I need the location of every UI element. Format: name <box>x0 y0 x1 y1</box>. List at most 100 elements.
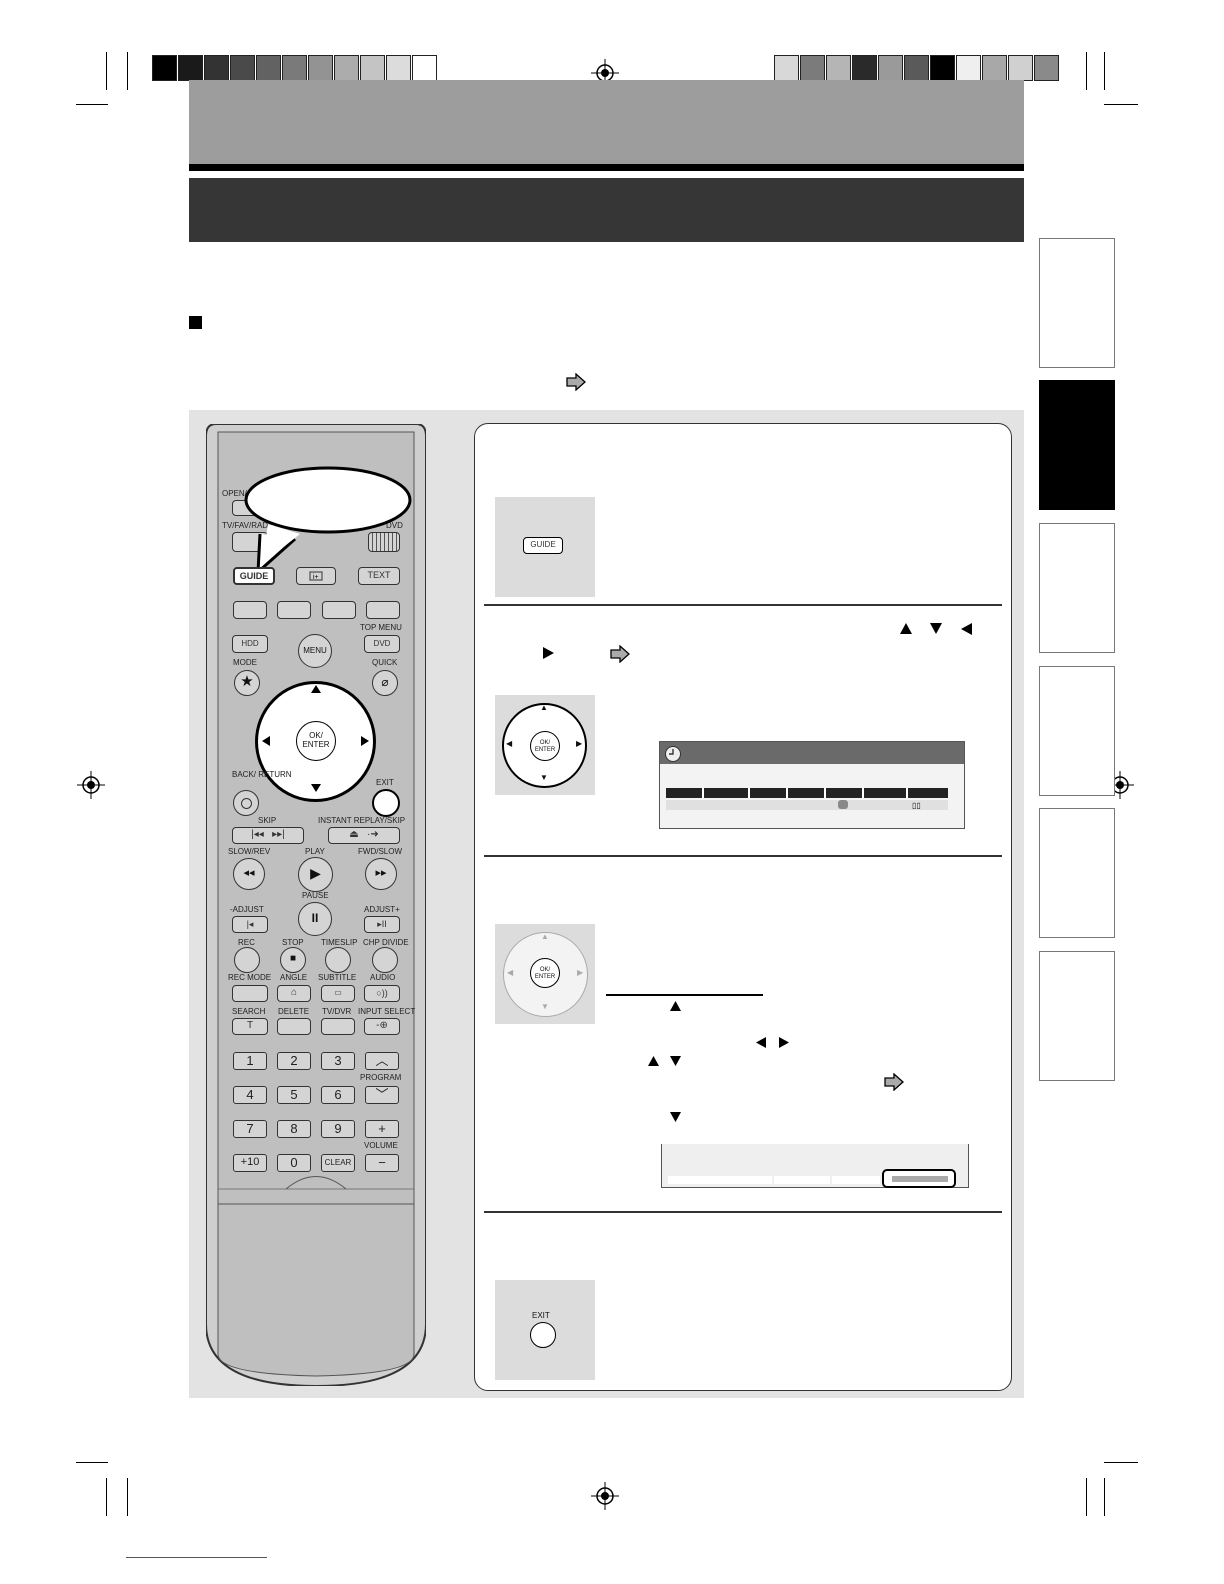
arrow-right-icon <box>566 373 586 391</box>
fwd-slow-button[interactable]: ▸▸ <box>365 858 397 890</box>
skip-buttons[interactable]: |◂◂ ▸▸| <box>232 827 304 844</box>
top-menu-label: TOP MENU <box>360 623 402 632</box>
triangle-right-icon[interactable] <box>360 735 370 747</box>
num-key-0[interactable]: 0 <box>277 1154 311 1172</box>
adjust-minus-button[interactable]: |◂ <box>232 916 268 933</box>
dvd-button[interactable]: DVD <box>364 635 400 653</box>
back-return-label: BACK/ RETURN <box>232 770 292 779</box>
skip-label: SKIP <box>258 816 277 825</box>
hdd-button[interactable]: HDD <box>232 635 268 653</box>
clear-button[interactable]: CLEAR <box>321 1154 355 1172</box>
num-key-5[interactable]: 5 <box>277 1086 311 1104</box>
instant-replay-skip-buttons[interactable]: ⏏ ·➜ <box>328 827 400 844</box>
menu-button[interactable]: MENU <box>298 634 332 668</box>
program-down-button[interactable]: ﹀ <box>365 1086 399 1104</box>
delete-button[interactable] <box>277 1018 311 1035</box>
triangle-left-icon <box>961 623 972 635</box>
rec-mode-label: REC MODE <box>228 973 272 982</box>
quick-label: QUICK <box>372 658 398 667</box>
mode-star-button[interactable]: ★ <box>234 670 260 696</box>
registration-mark-icon <box>591 1482 619 1510</box>
step-separator <box>484 1211 1002 1213</box>
rec-button[interactable] <box>234 947 260 973</box>
stop-button[interactable]: ■ <box>280 947 306 973</box>
tvfav-label: TV/FAV/RADIO <box>222 521 277 530</box>
chp-divide-button[interactable] <box>372 947 398 973</box>
triangle-left-icon: ◀ <box>506 739 513 748</box>
num-key-3[interactable]: 3 <box>321 1052 355 1070</box>
arrow-right-icon <box>884 1073 904 1091</box>
clock-icon <box>665 746 681 762</box>
color-key-red[interactable] <box>233 601 267 619</box>
input-select-label: INPUT SELECT <box>358 1007 416 1016</box>
highlighted-option <box>882 1169 956 1188</box>
timeslip-button[interactable] <box>325 947 351 973</box>
color-key-blue[interactable] <box>366 601 400 619</box>
mode-label: MODE <box>233 658 257 667</box>
triangle-down-icon <box>670 1056 681 1066</box>
num-key-7[interactable]: 7 <box>233 1120 267 1138</box>
num-key-8[interactable]: 8 <box>277 1120 311 1138</box>
volume-up-button[interactable]: + <box>365 1120 399 1138</box>
side-tab[interactable] <box>1039 238 1115 368</box>
callout-bubble <box>244 466 412 574</box>
input-select-button[interactable]: -⊕ <box>364 1018 400 1035</box>
guide-button[interactable]: GUIDE <box>233 567 275 585</box>
section-title-band <box>189 178 1024 242</box>
num-key-6[interactable]: 6 <box>321 1086 355 1104</box>
triangle-up-icon[interactable] <box>310 684 322 694</box>
slow-rev-label: SLOW/REV <box>228 847 271 856</box>
info-button[interactable]: i+ <box>296 567 336 585</box>
header-rule <box>189 164 1024 171</box>
svg-text:i+: i+ <box>313 574 319 581</box>
triangle-up-icon <box>648 1056 659 1066</box>
triangle-left-icon[interactable] <box>261 735 271 747</box>
triangle-down-icon[interactable] <box>310 783 322 793</box>
audio-button[interactable]: ○)) <box>364 985 400 1002</box>
step2-ok-key: OK/ ENTER <box>530 731 560 761</box>
side-tab[interactable] <box>1039 666 1115 796</box>
num-key-9[interactable]: 9 <box>321 1120 355 1138</box>
hdd-dvd-switch[interactable] <box>368 532 400 552</box>
underline-rule <box>606 994 763 996</box>
side-tab[interactable] <box>1039 951 1115 1081</box>
exit-label: EXIT <box>376 778 394 787</box>
triangle-down-icon: ▼ <box>540 773 548 782</box>
ok-enter-button[interactable]: OK/ ENTER <box>296 721 336 761</box>
slow-rev-button[interactable]: ◂◂ <box>233 858 265 890</box>
num-key-4[interactable]: 4 <box>233 1086 267 1104</box>
tv-dvr-button[interactable] <box>321 1018 355 1035</box>
subtitle-label: SUBTITLE <box>318 973 357 982</box>
triangle-right-icon <box>543 647 554 659</box>
triangle-right-icon: ▶ <box>576 739 583 748</box>
side-tab[interactable] <box>1039 808 1115 938</box>
plus10-key[interactable]: +10 <box>233 1154 267 1172</box>
pause-label: PAUSE <box>302 891 329 900</box>
angle-button[interactable]: ⌂ <box>277 985 311 1002</box>
audio-label: AUDIO <box>370 973 396 982</box>
pause-button[interactable]: II <box>298 902 332 936</box>
adjust-plus-button[interactable]: ▸II <box>364 916 400 933</box>
subtitle-button[interactable]: ▭ <box>321 985 355 1002</box>
num-key-1[interactable]: 1 <box>233 1052 267 1070</box>
volume-down-button[interactable]: − <box>365 1154 399 1172</box>
chp-divide-label: CHP DIVIDE <box>363 938 409 947</box>
side-tab-active[interactable] <box>1039 380 1115 510</box>
color-key-green[interactable] <box>277 601 311 619</box>
timeslip-label: TIMESLIP <box>321 938 358 947</box>
rec-mode-button[interactable] <box>232 985 268 1002</box>
quick-button[interactable]: ⌀ <box>372 670 398 696</box>
side-tab[interactable] <box>1039 523 1115 653</box>
triangle-left-icon: ◀ <box>507 968 514 977</box>
color-key-yellow[interactable] <box>322 601 356 619</box>
num-key-2[interactable]: 2 <box>277 1052 311 1070</box>
step-separator <box>484 855 1002 857</box>
step4-exit-key <box>530 1322 556 1348</box>
play-button[interactable]: ▶ <box>298 857 333 892</box>
program-up-button[interactable]: ︿ <box>365 1052 399 1070</box>
text-button[interactable]: TEXT <box>358 567 400 585</box>
search-button[interactable]: T <box>232 1018 268 1035</box>
back-return-button[interactable] <box>233 790 259 816</box>
adjust-plus-label: ADJUST+ <box>364 905 400 914</box>
exit-button[interactable] <box>372 789 400 817</box>
